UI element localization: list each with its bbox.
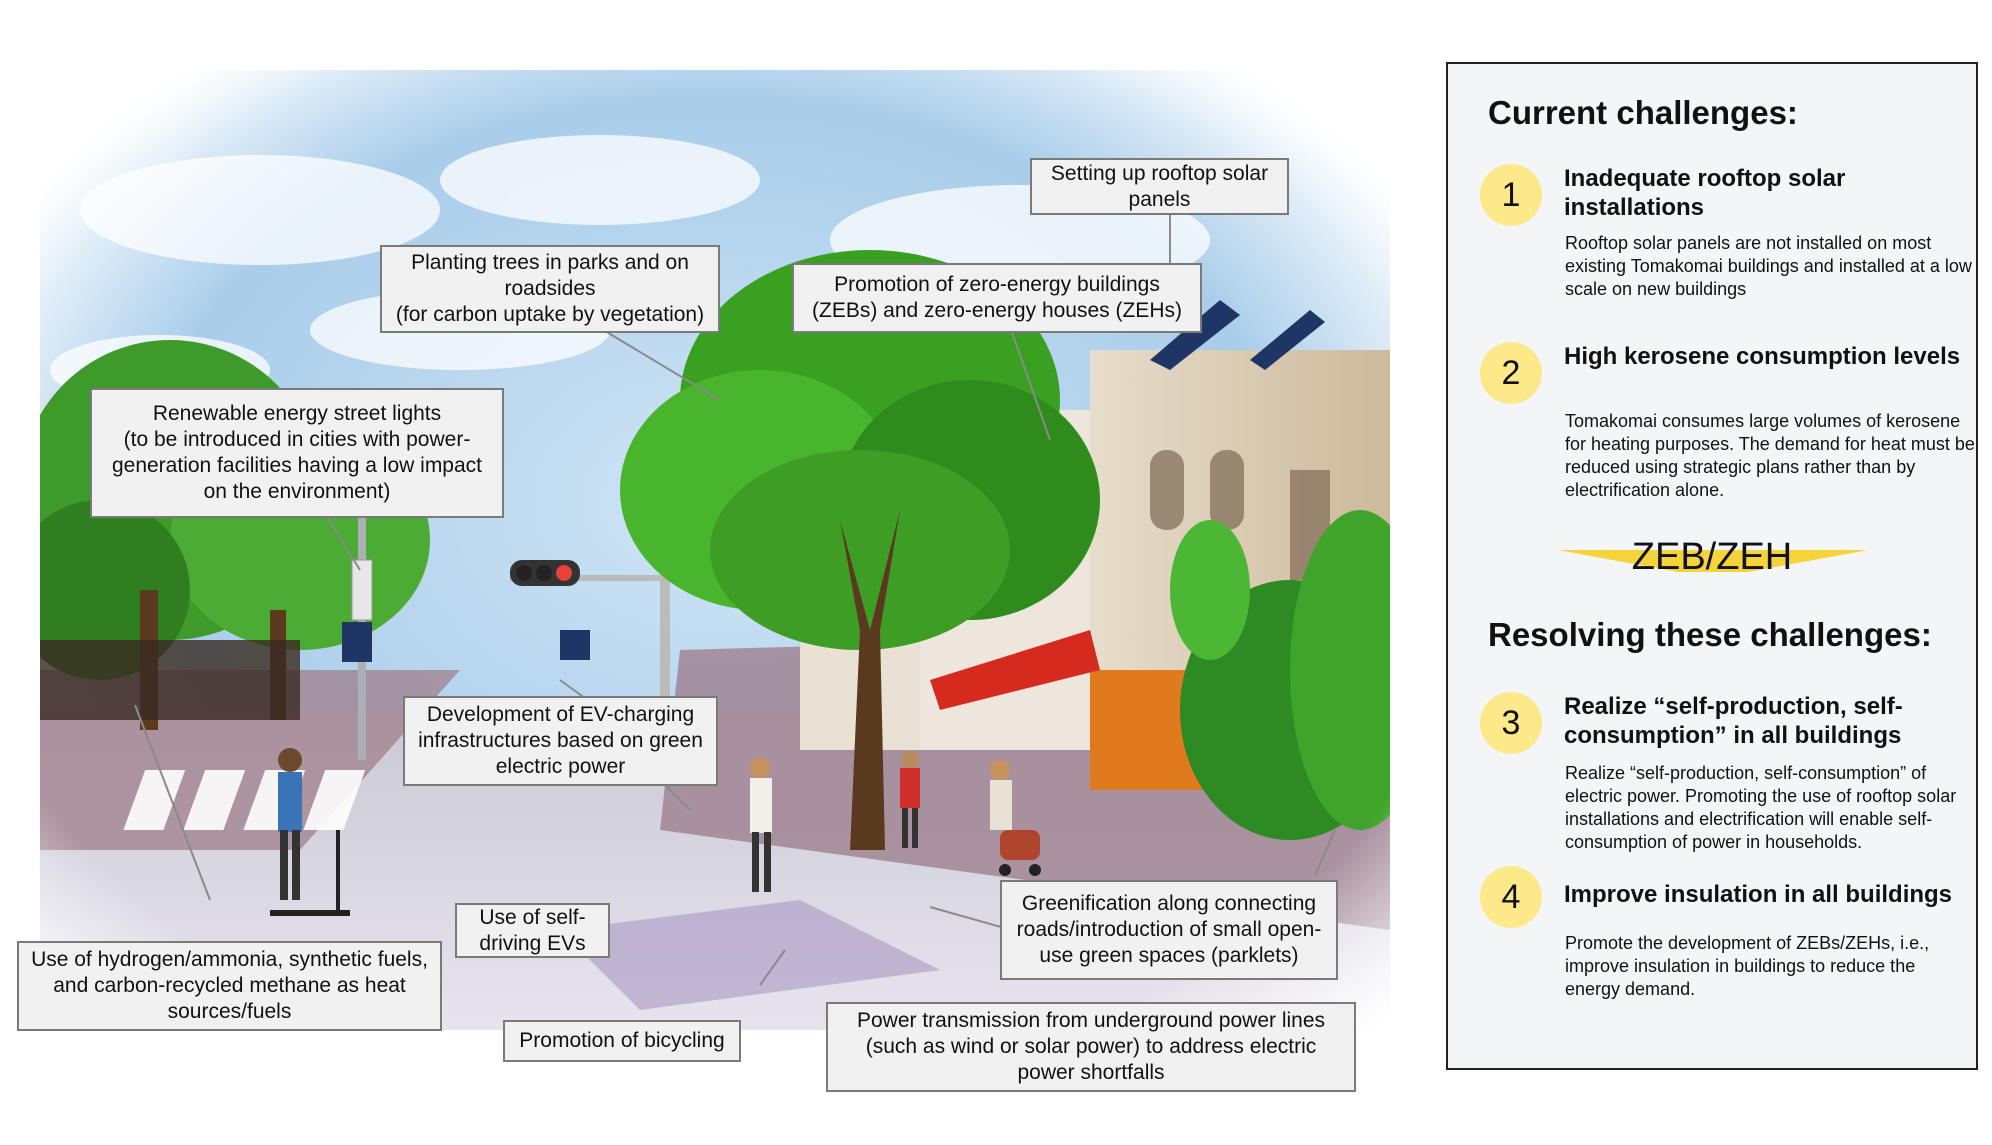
solution-title: Improve insulation in all buildings [1564,881,1953,908]
challenge-description: Rooftop solar panels are not installed o… [1565,233,1972,299]
challenge-description: Tomakomai consumes large volumes of kero… [1565,411,1975,500]
challenge-title: Inadequate rooftop solar installations [1564,165,1846,221]
label-street-lights: Renewable energy street lights (to be in… [90,388,504,518]
label-planting-trees: Planting trees in parks and on roadsides… [380,245,720,333]
solution-description: Realize “self-production, self-consumpti… [1565,763,1957,852]
solution-title: Realize “self-production, self-consumpti… [1564,693,1903,749]
resolving-challenges-heading: Resolving these challenges: [1488,616,1932,653]
label-hydrogen: Use of hydrogen/ammonia, synthetic fuels… [17,941,442,1031]
current-challenges-heading: Current challenges: [1488,94,1798,131]
label-bicycling: Promotion of bicycling [503,1020,741,1062]
solution-description: Promote the development of ZEBs/ZEHs, i.… [1565,933,1930,999]
number-badge: 1 [1480,164,1542,226]
number-badge: 2 [1480,342,1542,404]
label-self-driving: Use of self- driving EVs [455,903,610,958]
challenges-panel: Current challenges: 1 Inadequate rooftop… [1446,62,1978,1070]
label-greenification: Greenification along connecting roads/in… [1000,880,1338,980]
number-badge: 4 [1480,866,1542,928]
label-power-transmission: Power transmission from underground powe… [826,1002,1356,1092]
label-zeb-promotion: Promotion of zero-energy buildings (ZEBs… [792,263,1202,333]
zeb-zeh-label: ZEB/ZEH [1631,536,1793,578]
challenge-title: High kerosene consumption levels [1564,343,1961,370]
zeb-arrow-shape [1558,550,1868,572]
number-badge: 3 [1480,692,1542,754]
label-ev-charging: Development of EV-charging infrastructur… [403,696,718,786]
label-rooftop-solar: Setting up rooftop solar panels [1030,158,1289,215]
